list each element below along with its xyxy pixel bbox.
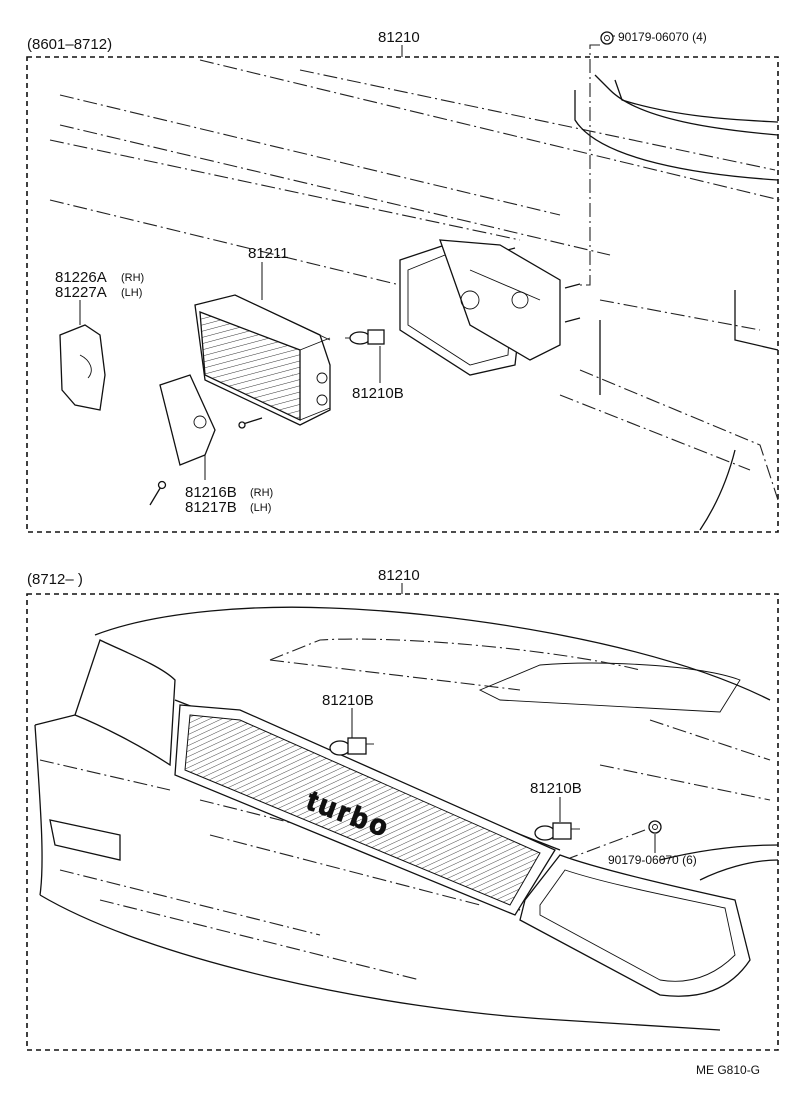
top-nut-callout: 90179-06070 (4) xyxy=(618,30,707,44)
top-nut-icon xyxy=(600,31,614,45)
cover-lh-label: 81227A xyxy=(55,284,107,301)
lamp-housing xyxy=(194,294,331,426)
bracket-lh-label: 81217B xyxy=(185,499,237,516)
top-section: (8601–8712) 81210 90179-06070 (4) 81211 … xyxy=(26,29,781,533)
bulb-upper xyxy=(329,737,374,756)
bottom-leaders xyxy=(351,583,656,859)
top-body-lines xyxy=(49,59,781,531)
bulb-upper-label: 81210B xyxy=(322,692,374,709)
top-assembly-part: 81210 xyxy=(378,29,420,46)
bulb-lower xyxy=(534,822,580,841)
top-leaders xyxy=(79,35,615,480)
bottom-nut-icon xyxy=(648,820,662,834)
lamp-cover xyxy=(59,324,106,411)
bulb-label: 81210B xyxy=(352,385,404,402)
bracket-rh-side: (RH) xyxy=(250,487,273,499)
cover-rh-label: 81226A xyxy=(55,269,107,286)
mount-frame xyxy=(399,239,561,376)
bottom-nut-callout: 90179-06070 (6) xyxy=(608,853,697,867)
lamp-housing-label: 81211 xyxy=(248,245,289,262)
bulb xyxy=(345,329,385,345)
bottom-section: turbo (8712– ) 81210 81210 xyxy=(26,567,779,1051)
bracket-lh-side: (LH) xyxy=(250,502,271,514)
cover-rh-side: (RH) xyxy=(121,272,144,284)
lamp-bracket xyxy=(159,374,216,466)
rear-garnish-panel xyxy=(174,704,556,916)
bottom-assembly-part: 81210 xyxy=(378,567,420,584)
cover-lh-side: (LH) xyxy=(121,287,142,299)
bracket-rh-label: 81216B xyxy=(185,484,237,501)
bulb-lower-label: 81210B xyxy=(530,780,582,797)
top-date-range: (8601–8712) xyxy=(27,36,112,53)
bottom-date-range: (8712– ) xyxy=(27,571,83,588)
footer-code: ME G810-G xyxy=(696,1063,760,1077)
top-section-frame xyxy=(26,56,779,533)
